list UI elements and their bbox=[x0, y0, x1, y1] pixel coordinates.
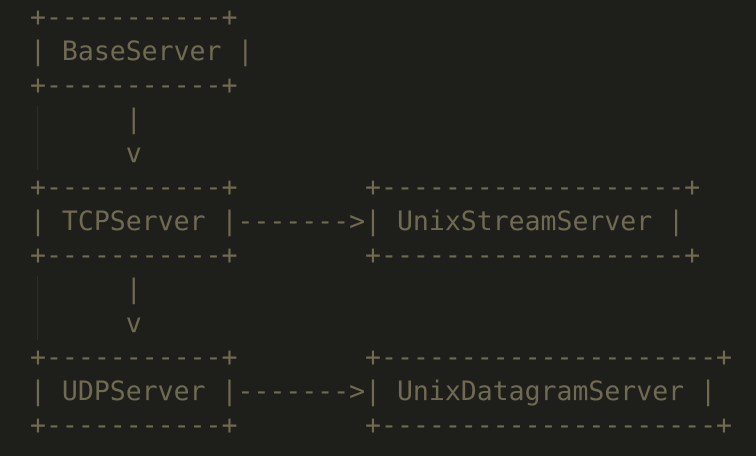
tcpserver-row-bottom: +-----------+ +-------------------+ bbox=[30, 240, 701, 271]
indent-guide bbox=[37, 276, 38, 340]
udpserver-row-top: +-----------+ +---------------------+ bbox=[30, 342, 732, 373]
udpserver-row-bottom: +-----------+ +---------------------+ bbox=[30, 410, 732, 441]
tcpserver-row-label: | TCPServer |------->| UnixStreamServer … bbox=[30, 206, 685, 237]
arrow-shaft-1: | bbox=[30, 104, 142, 135]
arrow-head-1: v bbox=[30, 138, 142, 169]
udpserver-row-label: | UDPServer |------->| UnixDatagramServe… bbox=[30, 376, 717, 407]
baseserver-box-top: +-----------+ bbox=[30, 2, 238, 33]
indent-guide bbox=[37, 106, 38, 170]
arrow-shaft-2: | bbox=[30, 274, 142, 305]
arrow-head-2: v bbox=[30, 308, 142, 339]
baseserver-box-label: | BaseServer | bbox=[30, 36, 254, 67]
baseserver-box-bottom: +-----------+ bbox=[30, 70, 238, 101]
tcpserver-row-top: +-----------+ +-------------------+ bbox=[30, 172, 701, 203]
